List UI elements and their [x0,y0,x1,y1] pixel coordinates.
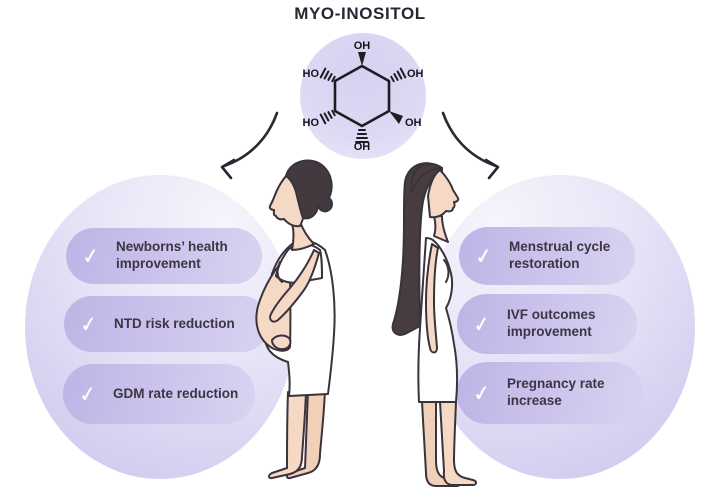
pregnant-neck [291,221,315,251]
pregnant-front-leg [268,391,307,480]
pregnant-arm [269,249,320,323]
ho-label-upper-left: HO [303,68,320,80]
benefit-pill-ivf-outcomes: ✓ IVF outcomes improvement [457,294,637,354]
benefit-label: Menstrual cycle restoration [509,239,611,271]
benefit-label: IVF outcomes improvement [507,307,596,339]
oh-label-upper-right: OH [407,68,424,80]
hexagon-ring [333,64,391,128]
page-title: MYO-INOSITOL [294,4,426,23]
arrow-right-head-icon [484,158,500,180]
hashed-bond-upper-right [390,67,407,83]
benefit-label: Newborns’ health improvement [116,239,228,271]
benefit-label: GDM rate reduction [113,385,239,401]
pregnant-woman-figure [255,159,336,480]
oh-label-top: OH [354,40,371,52]
benefit-pill-gdm-rate: ✓ GDM rate reduction [63,364,255,424]
pregnant-back-leg [286,388,326,480]
benefit-pill-pregnancy-rate: ✓ Pregnancy rate increase [457,362,643,424]
pregnant-chest-line [276,261,283,283]
woman-hair [391,162,443,336]
check-icon: ✓ [77,381,99,407]
figures-layer [255,159,477,487]
benefit-label: Pregnancy rate increase [507,376,605,408]
oh-label-lower-right: OH [405,117,422,129]
woman-neck [433,215,449,243]
woman-front-leg [439,401,477,486]
hashed-bond-upper-left [319,67,336,83]
benefit-pill-ntd-risk: ✓ NTD risk reduction [64,296,270,352]
woman-dress [417,237,459,403]
wedge-bond-top [358,52,366,66]
wedge-bond-lower-right [389,111,403,124]
pregnant-hand [271,334,292,351]
woman-hair-top [410,162,443,193]
benefit-pill-newborns-health: ✓ Newborns’ health improvement [66,228,262,284]
woman-face [427,169,460,219]
benefit-label: NTD risk reduction [114,315,235,331]
woman-chest-line [443,259,450,283]
woman-arm [425,243,439,354]
hashed-bond-bottom [355,129,369,143]
check-icon: ✓ [78,311,100,337]
woman-figure [391,162,477,487]
check-icon: ✓ [80,243,102,269]
myo-inositol-structure: OH HO OH HO OH OH [303,40,424,153]
hashed-bond-lower-left [319,109,336,125]
molecule-badge: OH HO OH HO OH OH [300,33,426,159]
ho-label-lower-left: HO [303,117,320,129]
benefit-pill-menstrual-cycle: ✓ Menstrual cycle restoration [459,227,635,285]
oh-label-bottom: OH [354,141,371,153]
pregnant-hair [285,159,333,220]
